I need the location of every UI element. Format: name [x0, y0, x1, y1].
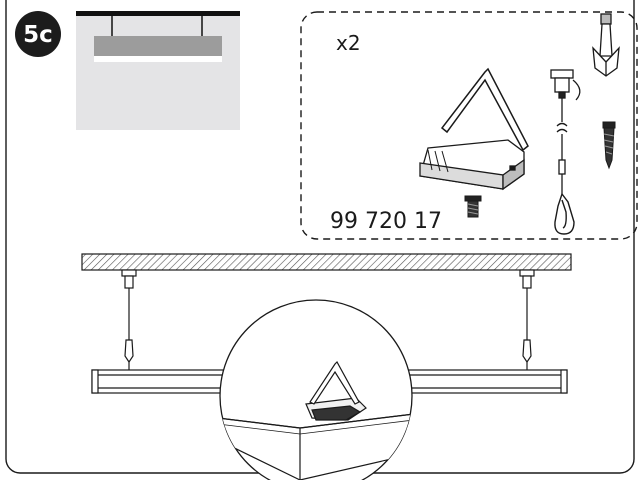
- triangle-hanger-icon: [440, 67, 529, 152]
- part-number: 99 720 17: [330, 209, 442, 234]
- wall-plug-icon: [592, 13, 620, 77]
- wire-suspension-icon: [556, 98, 568, 194]
- step-badge: 5c: [15, 11, 61, 57]
- ceiling-canopy-icon: [550, 69, 581, 101]
- parts-quantity: x2: [336, 31, 361, 55]
- screw-icon: [602, 121, 616, 170]
- parts-box: x2 99 720 17: [300, 11, 638, 240]
- ceiling: [81, 253, 572, 271]
- bracket-screw-icon: [464, 195, 482, 218]
- wire-hook-icon: [554, 192, 575, 235]
- right-suspension: [519, 269, 535, 370]
- detail-zoom-circle: [219, 299, 413, 480]
- step-label: 5c: [23, 22, 53, 48]
- left-suspension: [121, 269, 137, 370]
- overview-thumbnail: [76, 11, 240, 130]
- mounting-bracket-icon: [419, 139, 525, 191]
- thumbnail-fixture: [94, 36, 222, 56]
